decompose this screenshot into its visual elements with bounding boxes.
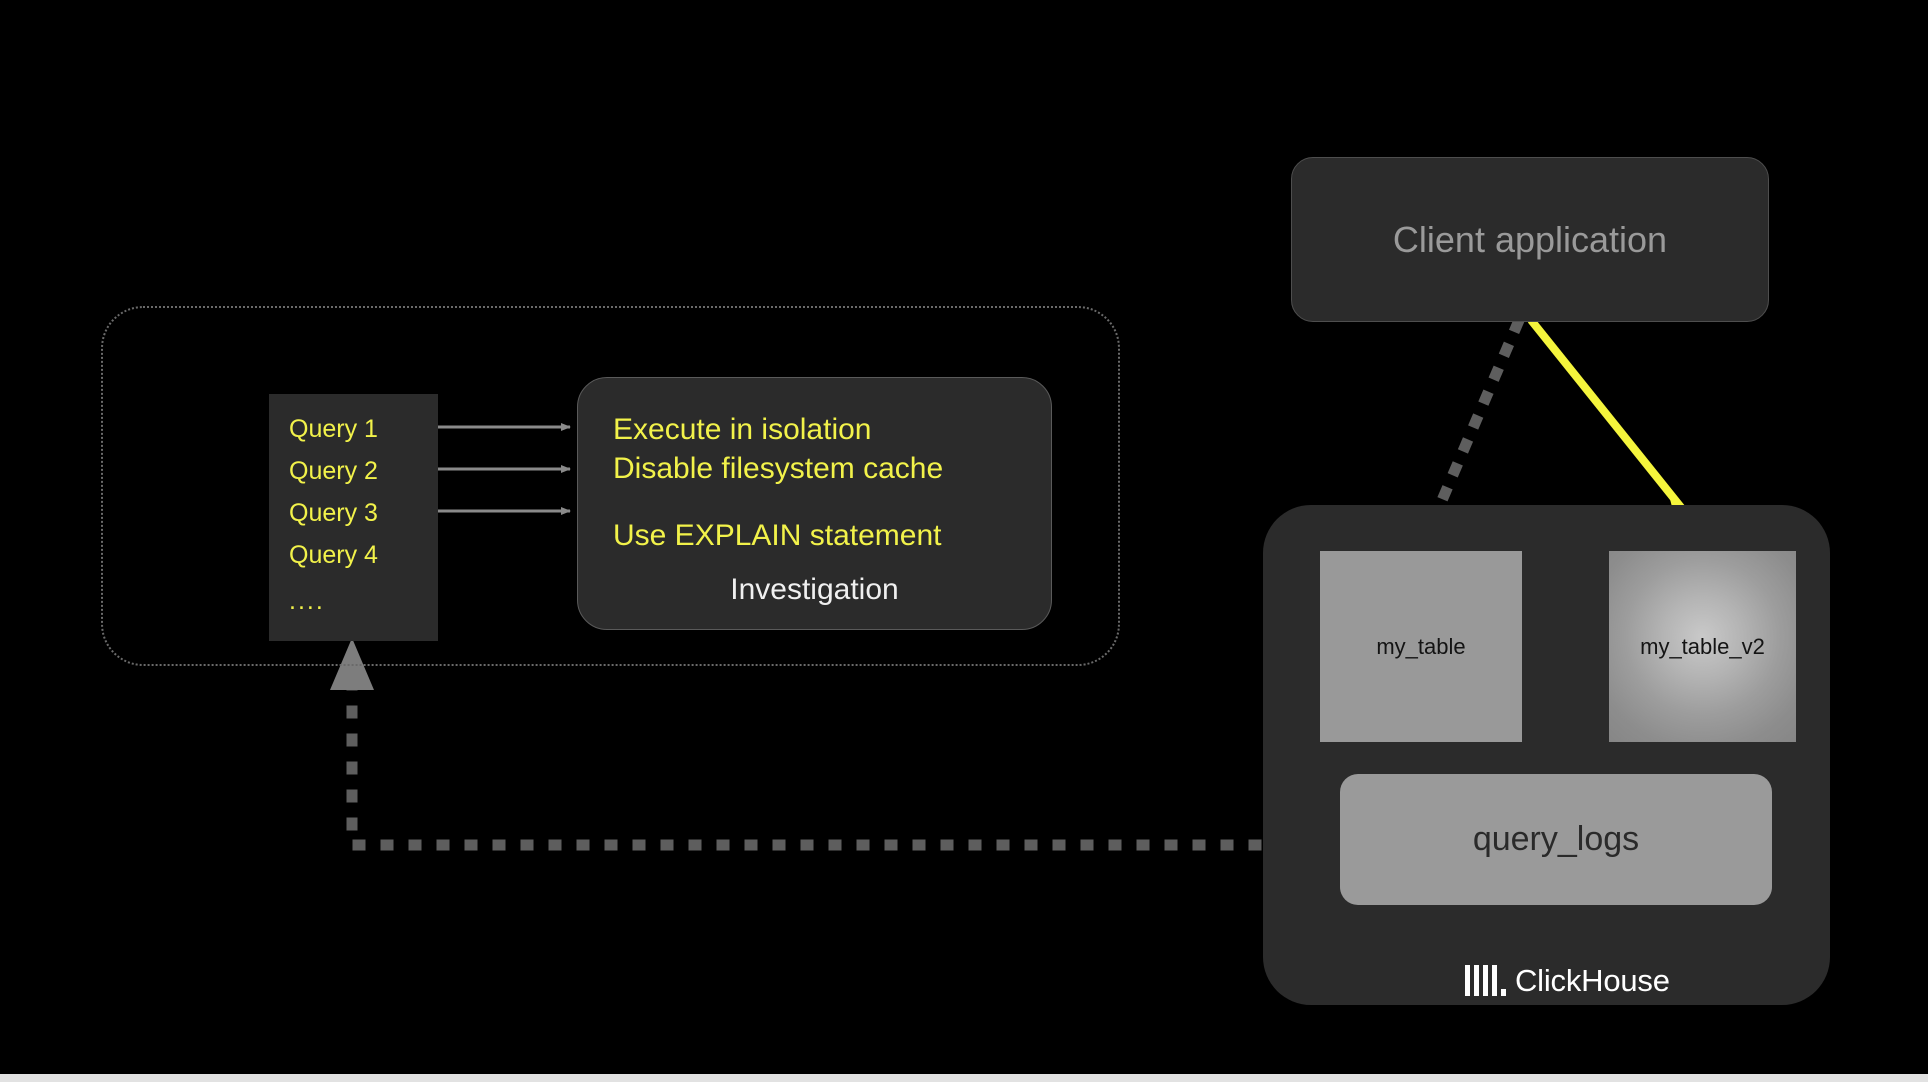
table-node-query-logs[interactable]: query_logs: [1340, 774, 1772, 905]
list-item-query-2[interactable]: Query 2: [289, 457, 378, 485]
clickhouse-bar-3: [1483, 965, 1488, 996]
table-node-query-logs-label: query_logs: [1472, 820, 1640, 858]
arrow-query-logs-to-query-list: [330, 638, 1346, 851]
list-item-query-4[interactable]: Query 4: [289, 541, 378, 569]
clickhouse-bar-4: [1492, 965, 1497, 996]
list-item-ellipsis: ....: [289, 587, 325, 615]
table-node-my-table-v2[interactable]: my_table_v2: [1609, 551, 1796, 742]
query-list[interactable]: Query 1 Query 2 Query 3 Query 4 ....: [269, 394, 438, 641]
clickhouse-logo: ClickHouse: [1465, 965, 1670, 996]
list-item-query-3[interactable]: Query 3: [289, 499, 378, 527]
investigation-panel: Execute in isolation Disable filesystem …: [577, 377, 1052, 630]
clickhouse-bar-2: [1474, 965, 1479, 996]
tip-disable-filesystem-cache: Disable filesystem cache: [613, 452, 944, 485]
table-node-my-table-v2-label: my_table_v2: [1640, 633, 1765, 659]
clickhouse-bars-icon: [1465, 965, 1506, 996]
clickhouse-bar-1: [1465, 965, 1470, 996]
investigation-panel-title: Investigation: [730, 573, 899, 606]
tip-use-explain-statement: Use EXPLAIN statement: [613, 519, 942, 552]
clickhouse-wordmark: ClickHouse: [1515, 963, 1670, 998]
table-node-my-table-label: my_table: [1376, 633, 1466, 659]
client-application-node[interactable]: Client application: [1291, 157, 1769, 322]
clickhouse-dot: [1501, 989, 1506, 996]
client-application-label: Client application: [1392, 218, 1668, 260]
investigation-group-boundary: [101, 306, 1120, 666]
tip-execute-in-isolation: Execute in isolation: [613, 413, 872, 446]
bottom-strip: [0, 1074, 1928, 1082]
list-item-query-1[interactable]: Query 1: [289, 415, 378, 443]
table-node-my-table[interactable]: my_table: [1320, 551, 1522, 742]
